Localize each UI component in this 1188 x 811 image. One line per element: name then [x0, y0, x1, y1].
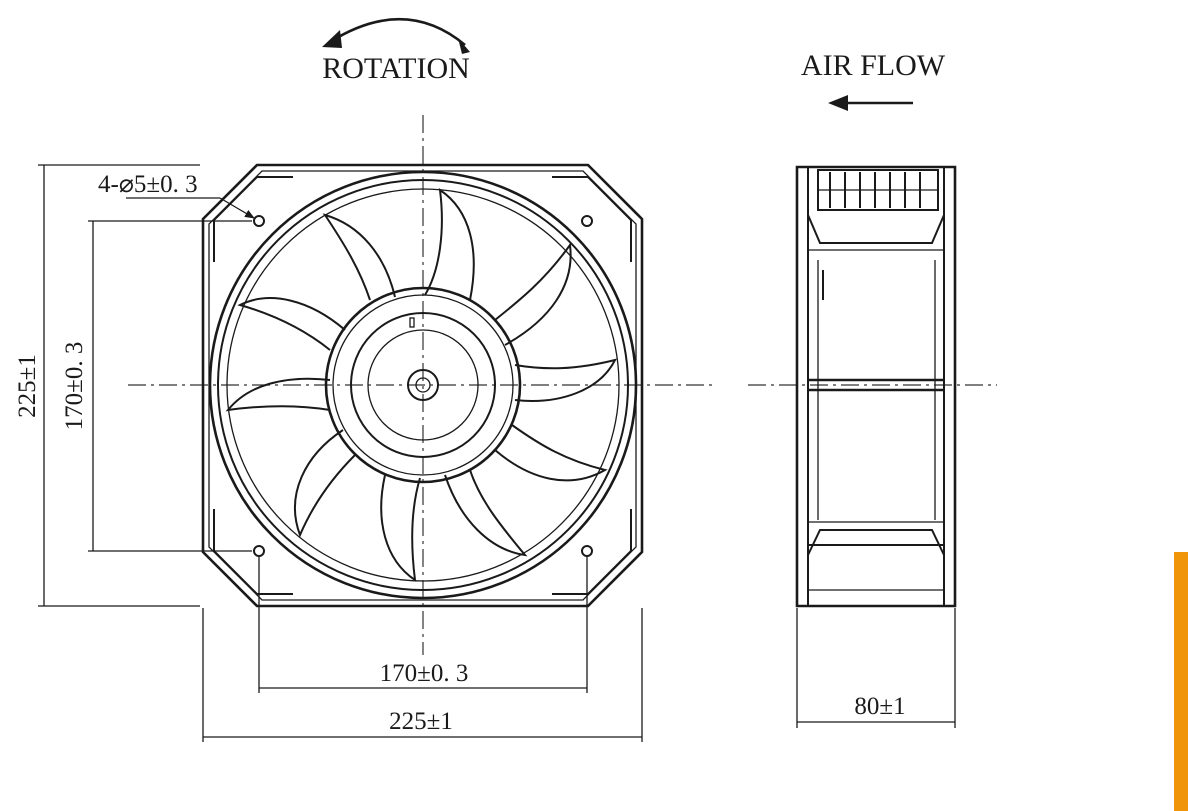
hole-pitch-vertical-label: 170±0. 3 [61, 342, 88, 431]
accent-bar [1174, 552, 1188, 811]
front-view [38, 115, 716, 742]
depth-label: 80±1 [854, 693, 905, 720]
outer-size-vertical-label: 225±1 [14, 354, 41, 418]
hole-spec-label: 4-⌀5±0. 3 [98, 171, 198, 198]
rotation-arrow-icon [322, 17, 470, 54]
side-view [748, 165, 997, 728]
hole-pitch-horizontal-label: 170±0. 3 [380, 660, 469, 687]
rotation-label: ROTATION [322, 52, 470, 85]
airflow-label: AIR FLOW [801, 49, 946, 82]
airflow-arrow-icon [828, 95, 913, 111]
outer-size-horizontal-label: 225±1 [389, 708, 453, 735]
